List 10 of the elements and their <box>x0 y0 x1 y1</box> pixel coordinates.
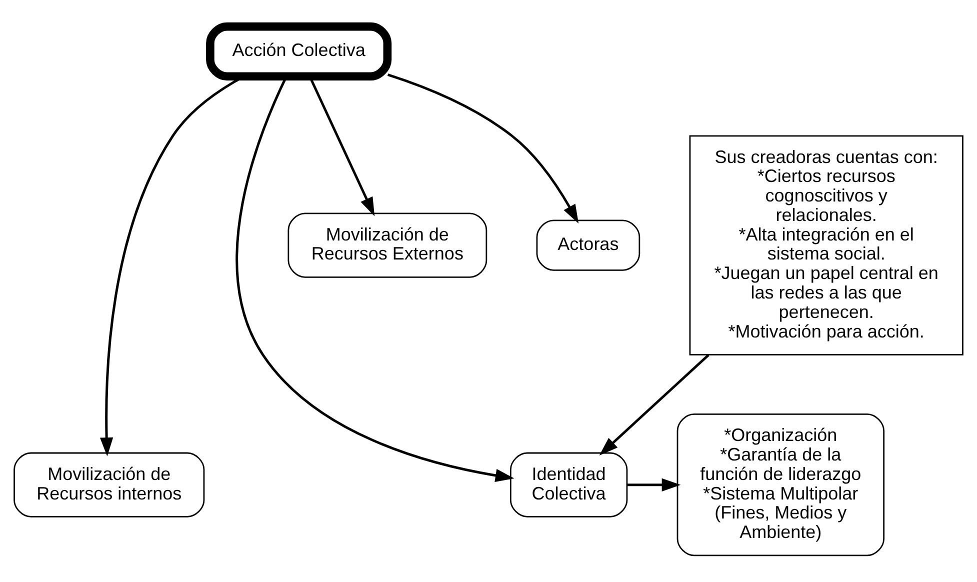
node-box: Actoras <box>536 220 640 271</box>
node-box: Movilización de Recursos internos <box>14 452 205 518</box>
arrow <box>599 354 710 456</box>
node-box: Sus creadoras cuentas con: *Ciertos recursos cognoscitivos y relacionales. *Alta integración en el sistema social. *Juegan un papel central en las redes a las que pertenecen. *Motivación para acción. <box>689 135 964 356</box>
arrow <box>387 74 579 224</box>
node-box: Acción Colectiva <box>206 22 392 81</box>
node-box: Identidad Colectiva <box>510 452 628 518</box>
node-box: *Organización *Garantía de la función de liderazgo *Sistema Multipolar (Fines, Medios y Ambiente) <box>676 414 884 556</box>
node-box: Movilización de Recursos Externos <box>288 212 488 278</box>
arrow <box>627 478 681 492</box>
